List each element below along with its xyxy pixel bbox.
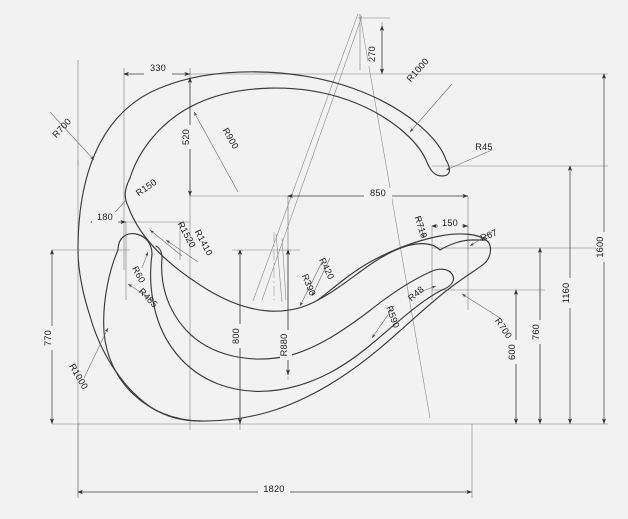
dim-760: 760 (531, 324, 541, 340)
lower-band-outer-bottom (199, 261, 487, 422)
dim-770: 770 (43, 330, 53, 346)
radius-r45: R45 (475, 142, 492, 152)
dim-180: 180 (97, 212, 113, 222)
right-inner-cap-r48 (429, 268, 455, 291)
upper-crescent-outer-edge (77, 71, 447, 251)
dim-850: 850 (370, 188, 386, 198)
radius-r900: R900 (221, 126, 241, 151)
radius-r420: R420 (317, 256, 336, 281)
dim-800: 800 (231, 328, 241, 344)
radius-r1000-top: R1000 (405, 56, 431, 84)
radius-r485: R485 (137, 286, 160, 309)
dim-520: 520 (181, 129, 191, 145)
radius-r150: R150 (134, 177, 158, 198)
radius-r700-left: R700 (50, 116, 73, 139)
radius-r1000-left: R1000 (67, 362, 90, 391)
dim-150: 150 (442, 218, 458, 228)
dimension-lines (49, 17, 607, 495)
profile-geometry (77, 71, 492, 422)
dim-330: 330 (150, 63, 166, 73)
upper-crescent-inner-edge (129, 87, 427, 179)
s-curve-right-join (439, 239, 473, 251)
construction-lines (252, 13, 431, 419)
dim-270: 270 (367, 46, 377, 62)
radius-r67: R67 (479, 227, 499, 243)
radius-r60: R60 (130, 265, 147, 285)
lower-hook-r60 (117, 233, 153, 255)
lower-band-inner-upper (150, 253, 443, 392)
left-outer-continuation-3 (151, 407, 201, 422)
dim-600: 600 (507, 344, 517, 360)
dim-1600: 1600 (595, 236, 605, 257)
lower-inner-left-close (155, 245, 163, 259)
right-hook-cap-r67 (485, 239, 492, 263)
upper-inner-fillet-r150 (124, 177, 131, 207)
radius-r700-right: R700 (493, 316, 514, 340)
right-hook-upper-edge (369, 233, 487, 263)
radius-r710: R710 (413, 215, 430, 240)
left-outer-continuation-2 (89, 315, 153, 409)
dim-1820: 1820 (263, 484, 284, 494)
left-outer-continuation (77, 249, 91, 317)
drawing-frame (6, 6, 622, 513)
radius-leaders (49, 83, 501, 379)
radius-r48: R48 (406, 284, 426, 303)
dim-1160: 1160 (561, 283, 571, 304)
tip-cap-r45 (425, 159, 451, 177)
inner-lobe-right-join (317, 261, 371, 301)
dimension-text: 330 270 520 180 770 850 150 800 R880 600… (43, 42, 608, 496)
extension-lines (77, 14, 608, 498)
lower-inner-bottom (161, 257, 289, 360)
dim-r880: R880 (279, 334, 289, 357)
right-inner-hook-lower (287, 271, 431, 357)
